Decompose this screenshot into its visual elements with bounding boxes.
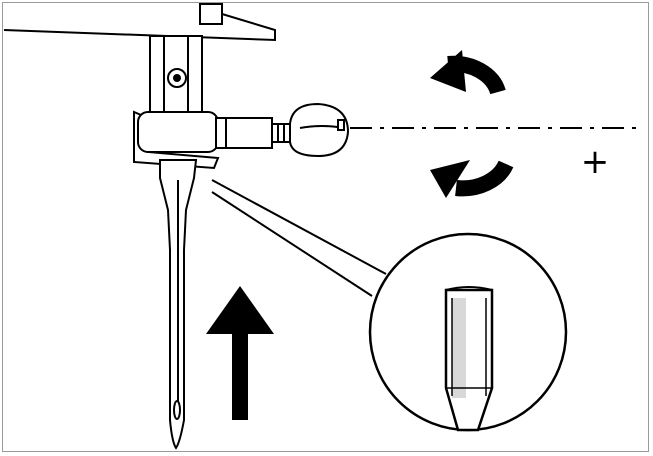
diagram-border [2, 2, 649, 452]
rotate-counterclockwise-icon [430, 50, 506, 95]
machine-head [3, 3, 276, 42]
rotate-clockwise-icon [430, 160, 514, 198]
needle-clamp [133, 110, 291, 170]
clamp-screw-knob [289, 102, 350, 158]
magnified-needle-detail [368, 232, 568, 432]
tighten-direction-label: + [580, 142, 610, 182]
up-arrow-icon [206, 286, 274, 420]
sewing-needle [159, 159, 198, 450]
needle-bar [149, 35, 203, 123]
magnifier-leader [211, 179, 387, 297]
